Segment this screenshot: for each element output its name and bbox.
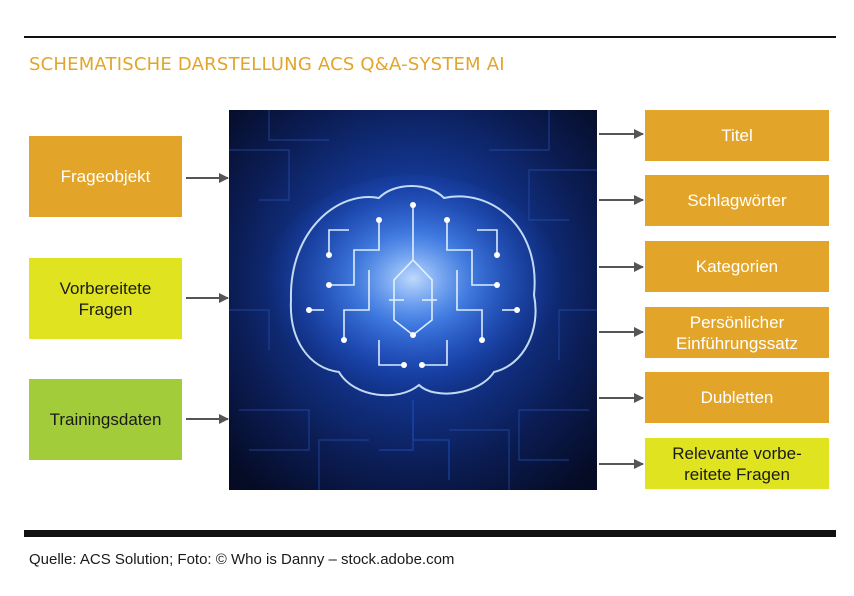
output-box-schlagwoerter: Schlagwörter bbox=[645, 175, 829, 226]
output-box-einfuehrungssatz: Persönlicher Einführungssatz bbox=[645, 307, 829, 358]
input-label: Vorbereitete Fragen bbox=[59, 278, 152, 319]
output-box-relevante-fragen: Relevante vorbe- reitete Fragen bbox=[645, 438, 829, 489]
input-label: Frageobjekt bbox=[60, 167, 151, 186]
output-label: Dubletten bbox=[700, 388, 774, 407]
output-label: Relevante vorbe- reitete Fragen bbox=[672, 443, 802, 484]
output-box-dubletten: Dubletten bbox=[645, 372, 829, 423]
output-box-titel: Titel bbox=[645, 110, 829, 161]
output-label: Kategorien bbox=[695, 257, 779, 276]
input-box-trainingsdaten: Trainingsdaten bbox=[29, 379, 182, 460]
circuit-brain-image bbox=[229, 110, 597, 490]
output-box-kategorien: Kategorien bbox=[645, 241, 829, 292]
input-box-frageobjekt: Frageobjekt bbox=[29, 136, 182, 217]
output-label: Titel bbox=[721, 126, 753, 145]
source-caption: Quelle: ACS Solution; Foto: © Who is Dan… bbox=[29, 551, 455, 568]
input-box-vorbereitete-fragen: Vorbereitete Fragen bbox=[29, 258, 182, 339]
output-label: Persönlicher Einführungssatz bbox=[676, 312, 798, 353]
input-label: Trainingsdaten bbox=[49, 410, 162, 429]
diagram-title: SCHEMATISCHE DARSTELLUNG ACS Q&A-SYSTEM … bbox=[29, 54, 505, 75]
top-rule bbox=[24, 36, 836, 38]
output-label: Schlagwörter bbox=[687, 191, 787, 210]
bottom-rule bbox=[24, 530, 836, 537]
